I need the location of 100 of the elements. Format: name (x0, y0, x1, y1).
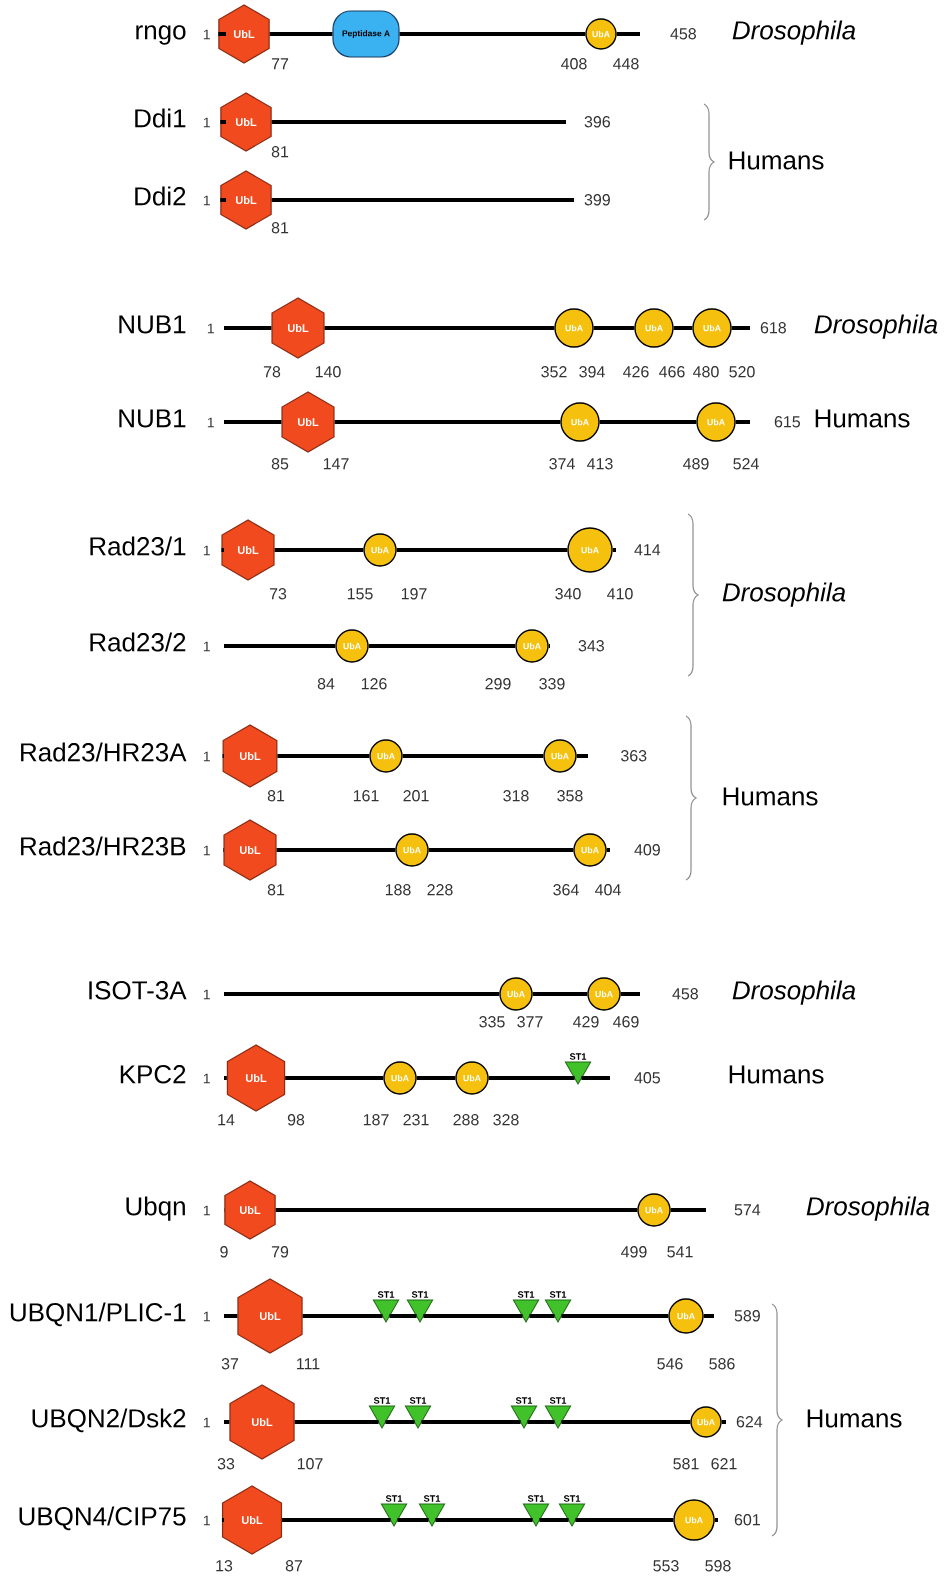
protein-name: KPC2 (120, 1065, 186, 1084)
protein-name: ISOT-3A (89, 981, 187, 1000)
backbone-line (527, 1420, 555, 1424)
backbone-line (276, 848, 396, 852)
residue-number: 414 (634, 544, 661, 556)
residue-number: 426 (623, 366, 649, 378)
residue-number: 377 (517, 1016, 543, 1028)
residue-number: 574 (734, 1204, 761, 1216)
species-label: Drosophila (732, 980, 856, 1005)
backbone-line (593, 326, 635, 330)
protein-name: NUB1 (119, 315, 186, 334)
residue-number: 448 (613, 58, 639, 70)
residue-number: 546 (657, 1358, 683, 1370)
residue-number: 394 (579, 366, 605, 378)
residue-number: 231 (403, 1114, 429, 1126)
backbone-line (548, 644, 550, 648)
residue-number: 499 (621, 1246, 647, 1258)
residue-number: 107 (297, 1458, 323, 1470)
residue-number: 624 (736, 1416, 763, 1428)
protein-name: rngo (136, 25, 186, 45)
backbone-line (271, 120, 566, 124)
backbone-line (220, 198, 226, 202)
residue-number: 541 (667, 1246, 693, 1258)
species-label: Drosophila (806, 1196, 930, 1221)
backbone-line (294, 1420, 379, 1424)
protein-name: UBQN1/PLIC-1 (10, 1302, 186, 1327)
backbone-line (488, 1076, 575, 1080)
residue-number: 318 (503, 790, 529, 802)
residue-number: 85 (271, 458, 289, 470)
backbone-line (731, 326, 750, 330)
backbone-line (221, 548, 224, 552)
residue-number: 73 (269, 588, 287, 600)
backbone-line (421, 1420, 521, 1424)
backbone-line (581, 1076, 610, 1080)
residue-number: 161 (353, 790, 379, 802)
backbone-line (612, 548, 616, 552)
protein-name: Rad23/HR23B (21, 836, 186, 856)
residue-number: 618 (760, 322, 786, 334)
backbone-line (416, 1076, 456, 1080)
backbone-line (428, 848, 574, 852)
backbone-line (673, 326, 693, 330)
residue-number: 328 (493, 1114, 519, 1126)
backbone-line (224, 1420, 230, 1424)
backbone-line (224, 992, 500, 996)
species-label: Drosophila (732, 20, 856, 45)
residue-number: 81 (267, 790, 285, 802)
residue-number: 147 (323, 458, 349, 470)
residue-number: 524 (733, 458, 759, 470)
backbone-line (220, 120, 226, 124)
residue-number: 466 (659, 366, 685, 378)
species-label: Humans (723, 787, 818, 806)
residue-number: 340 (555, 588, 581, 600)
residue-number: 399 (584, 194, 610, 206)
residue-number: 187 (363, 1114, 389, 1126)
residue-number: 78 (263, 366, 281, 378)
residue-number: 14 (218, 1114, 235, 1126)
residue-number: 480 (693, 366, 719, 378)
residue-number: 84 (317, 678, 335, 690)
backbone-line (385, 1420, 415, 1424)
residue-number: 201 (403, 790, 429, 802)
backbone-line (269, 31, 333, 36)
protein-name: Rad23/HR23A (21, 742, 187, 762)
backbone-line (274, 548, 364, 552)
residue-number: 126 (361, 678, 387, 690)
backbone-line (285, 1076, 384, 1080)
backbone-line (529, 1314, 555, 1318)
residue-number: 413 (587, 458, 613, 470)
backbone-line (221, 1518, 224, 1522)
residue-number: 553 (653, 1560, 679, 1572)
backbone-line (271, 198, 574, 202)
backbone-line (324, 326, 555, 330)
residue-number: 469 (613, 1016, 639, 1028)
residue-number: 363 (621, 750, 647, 762)
backbone-line (539, 1518, 569, 1522)
species-label: Humans (807, 1409, 902, 1428)
backbone-line (397, 1518, 429, 1522)
species-label: Humans (729, 1065, 824, 1084)
residue-number: 581 (673, 1458, 699, 1470)
residue-number: 81 (271, 222, 289, 234)
backbone-line (218, 31, 226, 36)
residue-number: 77 (271, 58, 289, 70)
backbone-line (389, 1314, 417, 1318)
residue-number: 598 (705, 1560, 731, 1572)
species-label: Humans (815, 409, 910, 428)
backbone-line (532, 992, 588, 996)
species-label: Humans (729, 151, 824, 170)
protein-name: Ubqn (126, 1196, 185, 1221)
backbone-line (402, 754, 544, 758)
backbone-line (224, 644, 336, 648)
backbone-line (561, 1420, 691, 1424)
backbone-line (703, 1314, 714, 1318)
residue-number: 615 (774, 416, 800, 428)
backbone-line (576, 754, 588, 758)
backbone-line (423, 1314, 523, 1318)
residue-number: 81 (271, 146, 289, 158)
residue-number: 228 (427, 884, 453, 896)
residue-number: 405 (634, 1072, 660, 1084)
protein-name: UBQN2/Dsk2 (32, 1408, 186, 1433)
backbone-line (714, 1518, 718, 1522)
backbone-line (435, 1518, 533, 1522)
